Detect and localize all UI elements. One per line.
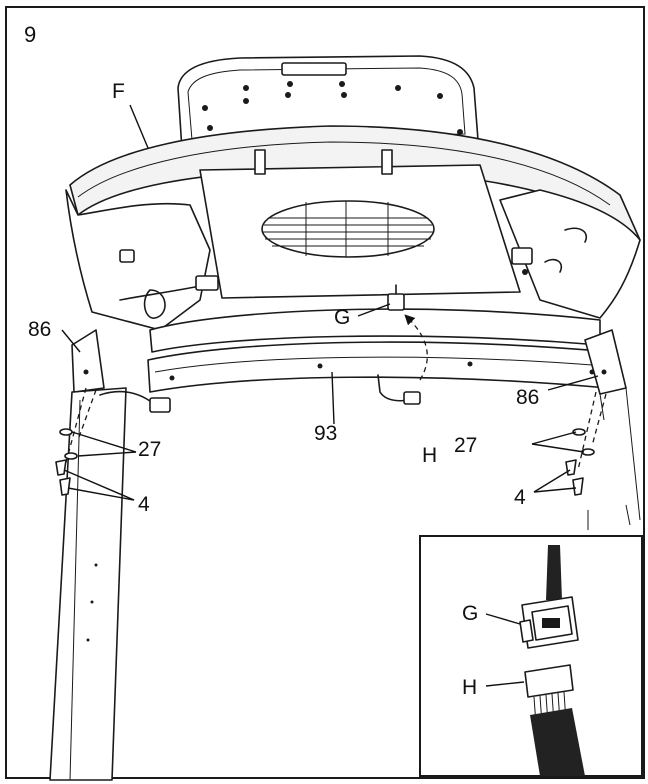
label-86-right: 86 <box>516 386 539 409</box>
label-g: G <box>334 306 350 329</box>
left-upright <box>49 329 171 781</box>
connector-g <box>387 284 405 311</box>
label-f: F <box>112 80 125 103</box>
console-assembly <box>65 55 641 393</box>
leader-lines <box>61 104 599 501</box>
label-86-left: 86 <box>28 318 51 341</box>
right-upright <box>565 329 641 530</box>
label-h: H <box>422 444 437 467</box>
connector-detail-inset <box>419 535 643 777</box>
label-27-left: 27 <box>138 438 161 461</box>
inset-label-h: H <box>462 676 477 699</box>
step-number: 9 <box>24 22 36 47</box>
inset-label-g: G <box>462 602 478 625</box>
label-27-right: 27 <box>454 434 477 457</box>
label-93: 93 <box>314 422 337 445</box>
label-4-right: 4 <box>514 486 526 509</box>
wire-h <box>377 314 428 405</box>
label-4-left: 4 <box>138 493 150 516</box>
